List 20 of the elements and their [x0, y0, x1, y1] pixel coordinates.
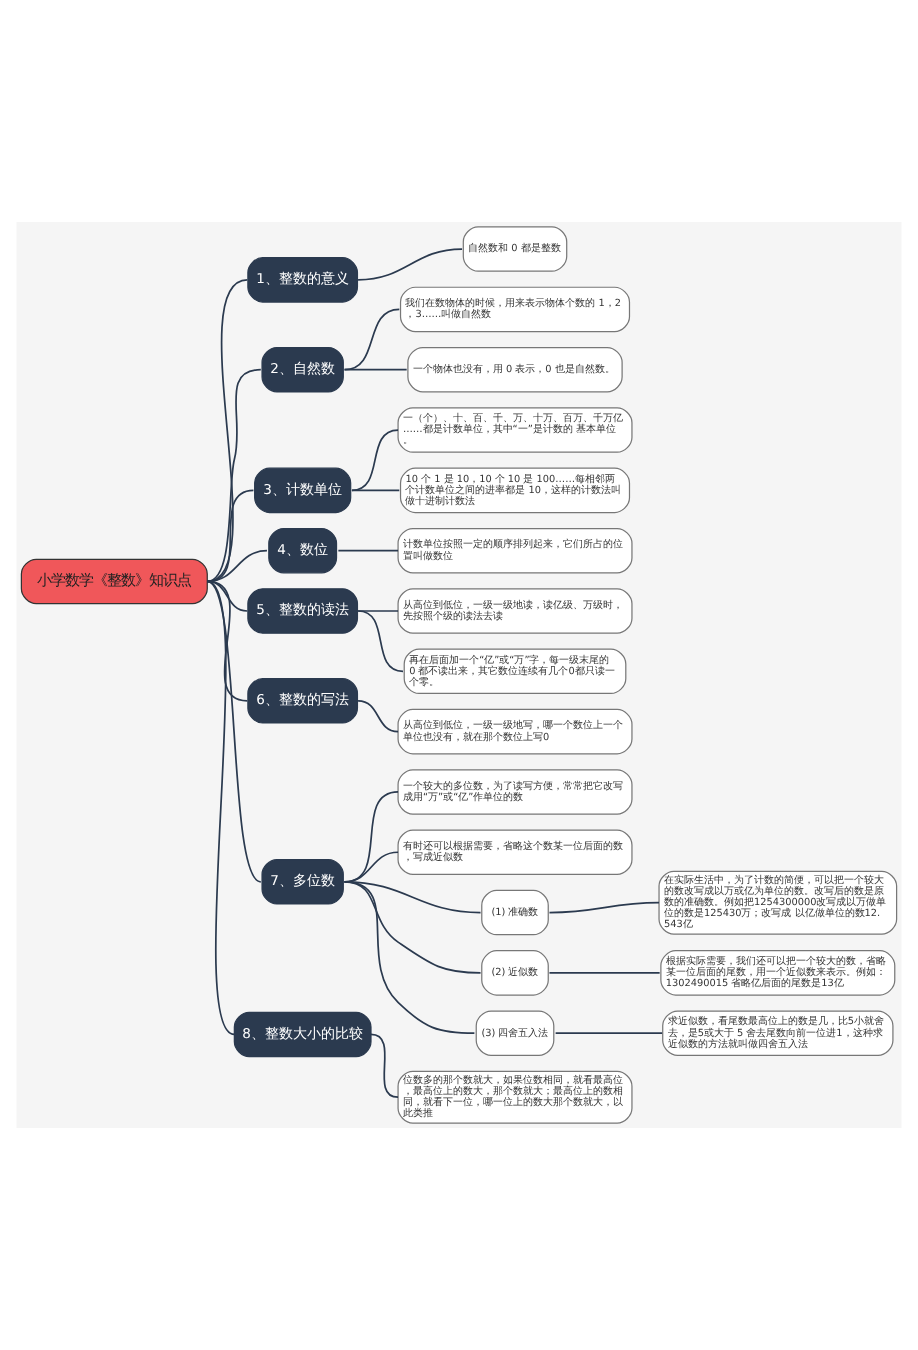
connector	[206, 580, 249, 702]
connector	[343, 791, 399, 883]
connector	[343, 308, 401, 371]
connector	[351, 489, 401, 492]
connector	[357, 610, 404, 673]
connector	[351, 429, 399, 492]
connector	[357, 248, 463, 281]
connector	[343, 368, 408, 371]
connector	[554, 1032, 663, 1035]
connector	[357, 610, 399, 612]
connector	[548, 901, 660, 914]
connector	[206, 549, 268, 583]
connector	[343, 880, 476, 1035]
connector	[206, 368, 262, 583]
connector	[370, 1033, 399, 1099]
connector	[337, 549, 399, 552]
connector	[548, 972, 661, 974]
connector	[357, 700, 399, 733]
connector	[206, 580, 236, 1036]
connector	[206, 580, 262, 883]
